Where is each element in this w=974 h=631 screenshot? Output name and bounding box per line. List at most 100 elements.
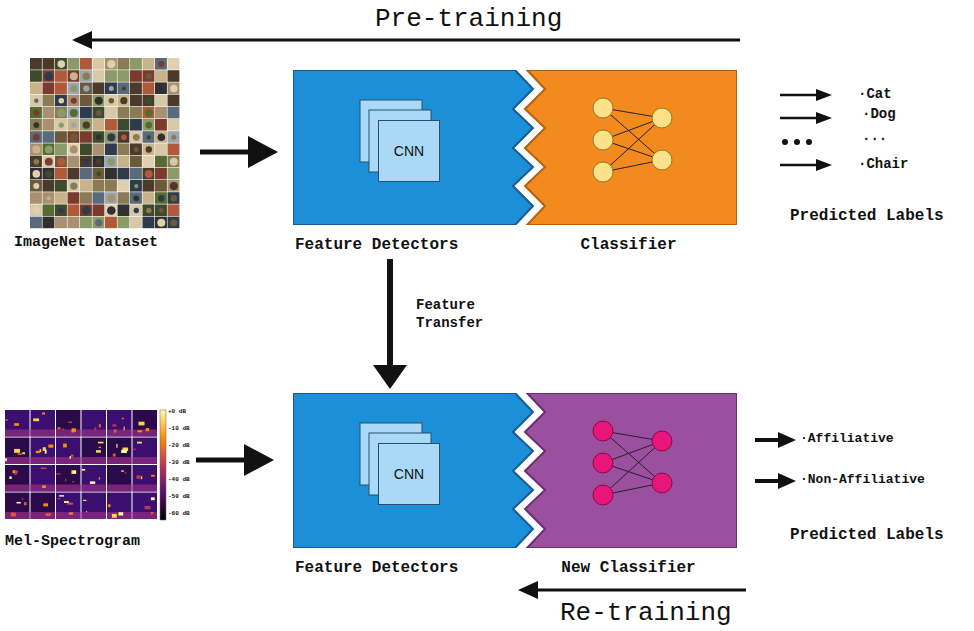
mosaic-detail — [147, 135, 151, 139]
spectrogram-streak — [71, 470, 76, 474]
imagenet-mosaic — [30, 58, 179, 228]
mosaic-tile — [30, 82, 42, 94]
tick-label: +0 dB — [168, 408, 186, 415]
neuron — [652, 108, 672, 128]
text-label: Predicted Labels — [790, 207, 944, 226]
colorbar — [160, 410, 166, 520]
output-arrow — [780, 117, 818, 120]
mosaic-tile — [80, 143, 92, 155]
arrow-head — [778, 473, 796, 489]
mosaic-tile — [143, 95, 155, 107]
mosaic-detail — [170, 85, 177, 92]
classifier-shape — [525, 393, 737, 548]
mosaic-tile — [30, 180, 42, 192]
mel-spectrogram-image — [5, 410, 157, 519]
spectrogram-streak — [16, 470, 18, 473]
mosaic-tile — [55, 58, 67, 70]
mosaic-tile — [143, 143, 155, 155]
spectrogram-streak — [137, 442, 142, 444]
mosaic-tile — [105, 156, 117, 168]
mosaic-tile — [93, 95, 105, 107]
text-label: ·Non-Affiliative — [800, 472, 925, 488]
spectrogram-tile — [133, 493, 158, 520]
cnn-label: CNN — [394, 143, 424, 159]
text-label: Pre-training — [375, 4, 562, 35]
mosaic-tile — [93, 168, 105, 180]
spectrogram-streak — [48, 445, 53, 448]
spectrogram-streak — [121, 470, 124, 471]
mosaic-tile — [118, 58, 130, 70]
mosaic-tile — [68, 82, 80, 94]
text-label: Re-training — [560, 598, 732, 629]
mosaic-tile — [80, 119, 92, 131]
mosaic-tile — [155, 119, 167, 131]
mosaic-detail — [32, 207, 40, 215]
spectrogram-band — [133, 430, 158, 437]
spectrogram-tile — [107, 493, 132, 520]
mosaic-tile — [118, 180, 130, 192]
spectrogram-tile — [133, 438, 158, 465]
spectrogram-streak — [119, 512, 124, 515]
arrow-head — [248, 136, 278, 168]
feature-detector-block: Feature DetectorsCNN — [293, 393, 538, 578]
spectrogram-streak — [122, 418, 124, 420]
text-label: ImageNet Dataset — [14, 234, 158, 252]
mosaic-tile — [93, 70, 105, 82]
mosaic-detail — [59, 123, 64, 128]
mosaic-tile — [30, 204, 42, 216]
mosaic-detail — [96, 110, 102, 116]
spectrogram-streak — [22, 452, 25, 454]
text-label: ·Dog — [862, 106, 896, 123]
mosaic-detail — [32, 146, 40, 154]
mosaic-detail — [45, 158, 53, 166]
spectrogram-band — [5, 457, 30, 464]
mosaic-tile — [155, 58, 167, 70]
spectrogram-streak — [121, 450, 126, 453]
mosaic-tile — [55, 204, 67, 216]
mosaic-tile — [143, 131, 155, 143]
spectrogram-streak — [42, 413, 45, 415]
mosaic-detail — [47, 196, 51, 200]
mosaic-tile — [93, 131, 105, 143]
mosaic-detail — [45, 60, 52, 67]
block-heading: Feature Detectors — [295, 235, 458, 255]
mosaic-tile — [155, 82, 167, 94]
mosaic-tile — [30, 192, 42, 204]
mosaic-tile — [30, 70, 42, 82]
mosaic-tile — [155, 95, 167, 107]
spectrogram-streak — [64, 501, 69, 503]
spectrogram-streak — [67, 503, 73, 505]
spectrogram-tile — [5, 465, 30, 492]
spectrogram-band — [56, 485, 81, 492]
mosaic-tile — [93, 82, 105, 94]
mosaic-tile — [155, 204, 167, 216]
mosaic-tile — [68, 131, 80, 143]
neuron — [593, 421, 613, 441]
spectrogram-tile — [56, 410, 81, 437]
mosaic-tile — [143, 168, 155, 180]
mosaic-tile — [130, 204, 142, 216]
mosaic-tile — [168, 168, 180, 180]
spectrogram-streak — [145, 506, 151, 509]
mosaic-tile — [80, 180, 92, 192]
mosaic-tile — [143, 180, 155, 192]
spectrogram-streak — [72, 428, 76, 432]
mosaic-tile — [130, 58, 142, 70]
mosaic-tile — [105, 192, 117, 204]
output-arrow — [755, 438, 780, 442]
retraining-arrow — [534, 589, 746, 592]
mosaic-detail — [97, 172, 102, 177]
spectrogram-streak — [112, 424, 116, 426]
spectrogram-band — [107, 457, 132, 464]
mosaic-tile — [143, 156, 155, 168]
spectrogram-streak — [69, 512, 73, 514]
spectrogram-streak — [124, 427, 125, 431]
mosaic-tile — [155, 143, 167, 155]
cnn-block: CNN — [378, 443, 440, 505]
mosaic-tile — [30, 58, 42, 70]
mosaic-detail — [69, 133, 78, 142]
mosaic-tile — [93, 192, 105, 204]
spectrogram-band — [82, 457, 107, 464]
mosaic-tile — [68, 95, 80, 107]
mosaic-tile — [30, 95, 42, 107]
